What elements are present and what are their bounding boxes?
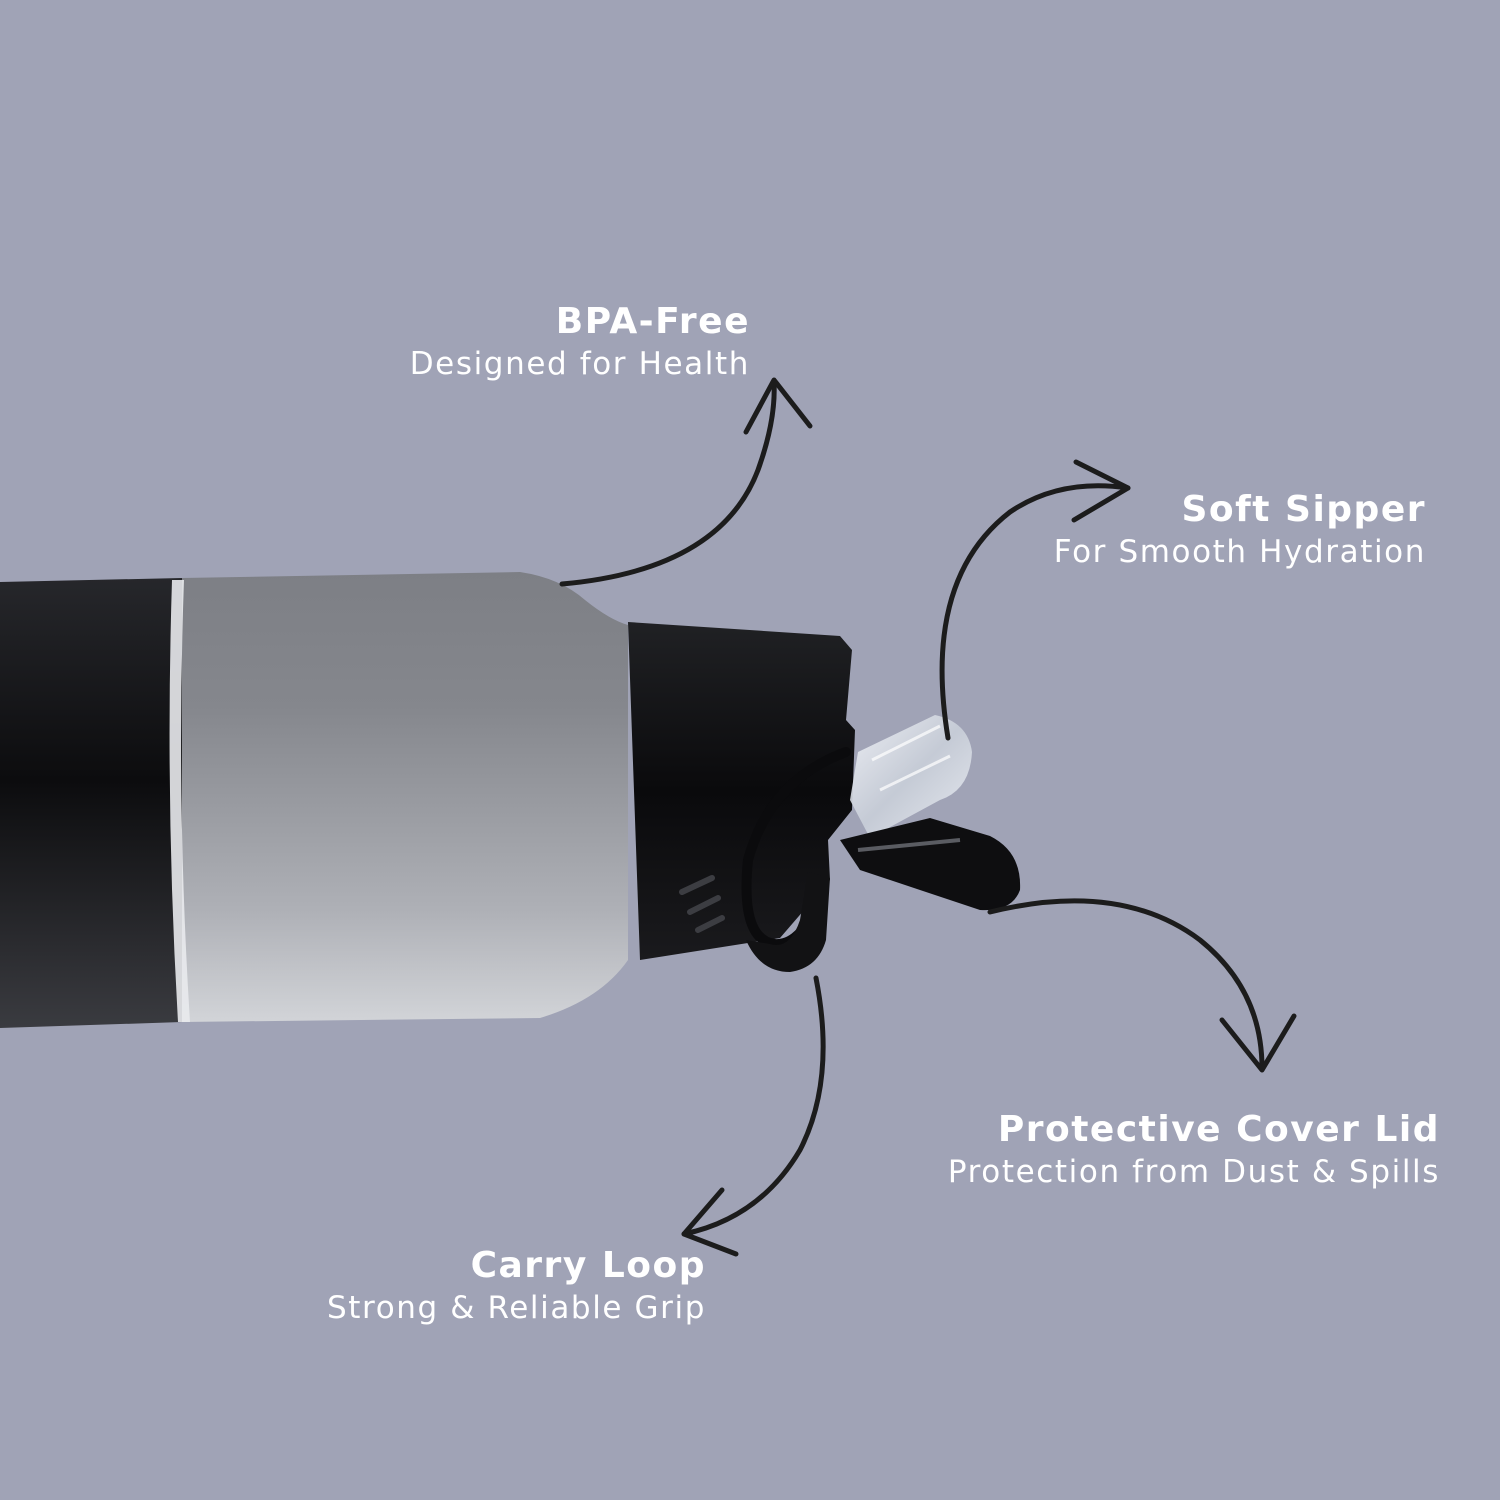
feature-carry-loop: Carry Loop Strong & Reliable Grip (327, 1244, 706, 1328)
feature-title: Carry Loop (470, 1245, 706, 1286)
feature-bpa-free: BPA-Free Designed for Health (410, 300, 750, 384)
cover-lid (840, 818, 1021, 911)
feature-subtitle: Designed for Health (409, 346, 750, 382)
curved-arrow-icon (681, 975, 826, 1257)
water-bottle (0, 572, 1021, 1028)
feature-subtitle: For Smooth Hydration (1053, 534, 1426, 570)
bottle-ring (169, 580, 190, 1022)
feature-protective-cover-lid: Protective Cover Lid Protection from Dus… (948, 1108, 1440, 1192)
bottle-silver-section (182, 572, 628, 1022)
feature-soft-sipper: Soft Sipper For Smooth Hydration (1054, 488, 1426, 572)
loop-clip (746, 872, 830, 972)
soft-sipper (850, 715, 972, 838)
curved-arrow-icon (987, 898, 1297, 1073)
feature-title: Protective Cover Lid (997, 1109, 1440, 1150)
feature-subtitle: Strong & Reliable Grip (327, 1290, 706, 1326)
bottle-cap (628, 622, 855, 960)
feature-subtitle: Protection from Dust & Spills (947, 1154, 1440, 1190)
feature-title: BPA-Free (555, 301, 750, 342)
curved-arrow-icon (939, 459, 1131, 741)
feature-title: Soft Sipper (1181, 489, 1426, 530)
curved-arrow-icon (559, 377, 813, 587)
cap-grip-lines (679, 875, 725, 933)
bottle-black-section (0, 578, 182, 1028)
